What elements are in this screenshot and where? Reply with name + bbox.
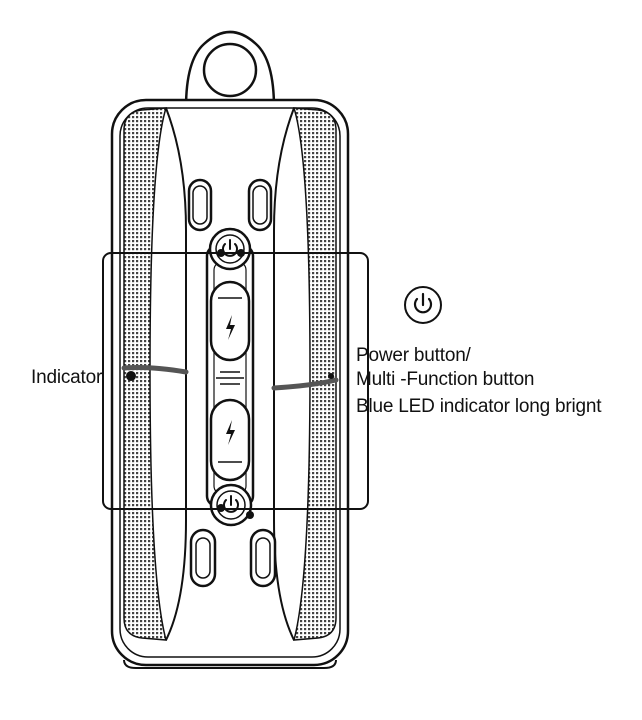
power-button-bottom[interactable]	[209, 483, 253, 527]
bottom-slots	[189, 528, 277, 588]
power-icon	[223, 495, 239, 513]
charge-button-upper[interactable]	[209, 280, 251, 362]
multi-function-label: Multi -Function button	[356, 369, 535, 390]
lightning-icon	[226, 420, 235, 445]
blue-led-label: Blue LED indicator long brignt	[356, 396, 602, 417]
indicator-light-bars	[121, 365, 339, 391]
top-slots	[187, 178, 273, 232]
speaker-body	[110, 98, 350, 669]
center-logo	[216, 371, 244, 385]
power-symbol-callout	[404, 286, 442, 324]
power-icon	[413, 292, 433, 314]
strap-loop	[184, 30, 276, 109]
indicator-dots	[126, 249, 334, 519]
power-button-top[interactable]	[208, 227, 252, 271]
charge-button-lower[interactable]	[209, 398, 251, 482]
indicator-label: Indicator	[31, 367, 103, 388]
power-icon	[222, 239, 238, 257]
lightning-icon	[226, 315, 235, 340]
power-button-label: Power button/	[356, 345, 471, 366]
callout-frame	[102, 252, 369, 510]
